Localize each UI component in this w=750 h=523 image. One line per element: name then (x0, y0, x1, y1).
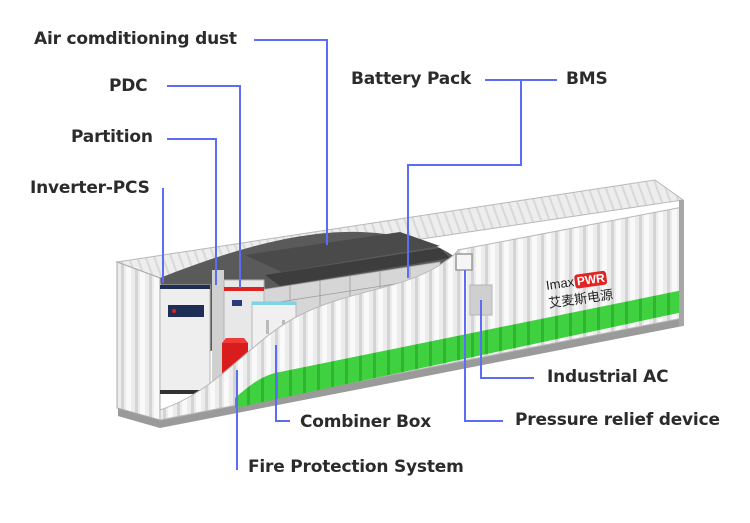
leader-pdc (167, 85, 241, 288)
green-stripe (235, 290, 683, 408)
partition-shape (212, 270, 224, 390)
air-conditioning-duct-shape (245, 232, 440, 272)
label-battery-pack: Battery Pack (351, 69, 472, 89)
battery-top-shape (265, 248, 450, 286)
label-pdc: PDC (109, 76, 148, 96)
container-left-end (116, 261, 161, 421)
leader-partition (167, 138, 217, 285)
label-fire-protection-system: Fire Protection System (248, 457, 464, 477)
inverter-pcs-cabinet (159, 284, 211, 394)
leader-combiner-box (275, 345, 290, 422)
label-combiner-box: Combiner Box (300, 412, 432, 432)
pressure-relief-vent (455, 253, 473, 271)
label-inverter-pcs: Inverter-PCS (30, 178, 150, 198)
leader-industrial-ac (480, 300, 534, 379)
container-side-wall (159, 206, 684, 421)
leader-lines (162, 39, 557, 470)
label-bms: BMS (566, 69, 608, 89)
label-air-conditioning-duct: Air comditioning dust (34, 29, 237, 49)
container-right-end (679, 200, 684, 326)
leader-air-conditioning (254, 39, 328, 245)
label-partition: Partition (71, 127, 153, 147)
label-industrial-ac: Industrial AC (547, 367, 669, 387)
leader-pressure-relief (464, 270, 503, 422)
leader-battery-pack (407, 80, 522, 278)
label-pressure-relief-device: Pressure relief device (515, 410, 720, 430)
